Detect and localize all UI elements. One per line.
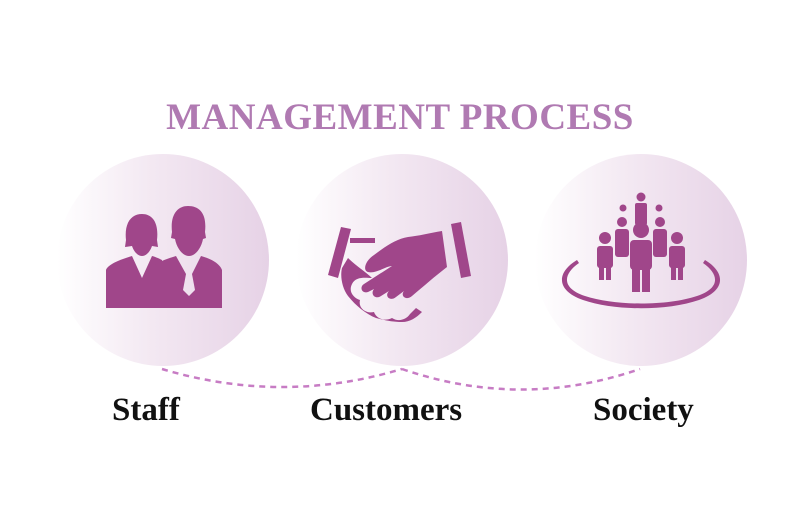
- two-people-business-icon: [106, 206, 222, 308]
- people-group-circle-icon: [561, 192, 721, 309]
- node-label-society: Society: [593, 392, 694, 428]
- node-circle-staff: [57, 154, 269, 366]
- node-label-staff: Staff: [112, 392, 180, 428]
- diagram-title: MANAGEMENT PROCESS: [166, 97, 634, 138]
- handshake-icon: [328, 222, 471, 322]
- node-label-customers: Customers: [310, 392, 463, 428]
- node-circle-customers: [296, 154, 508, 366]
- node-circle-society: [535, 154, 747, 366]
